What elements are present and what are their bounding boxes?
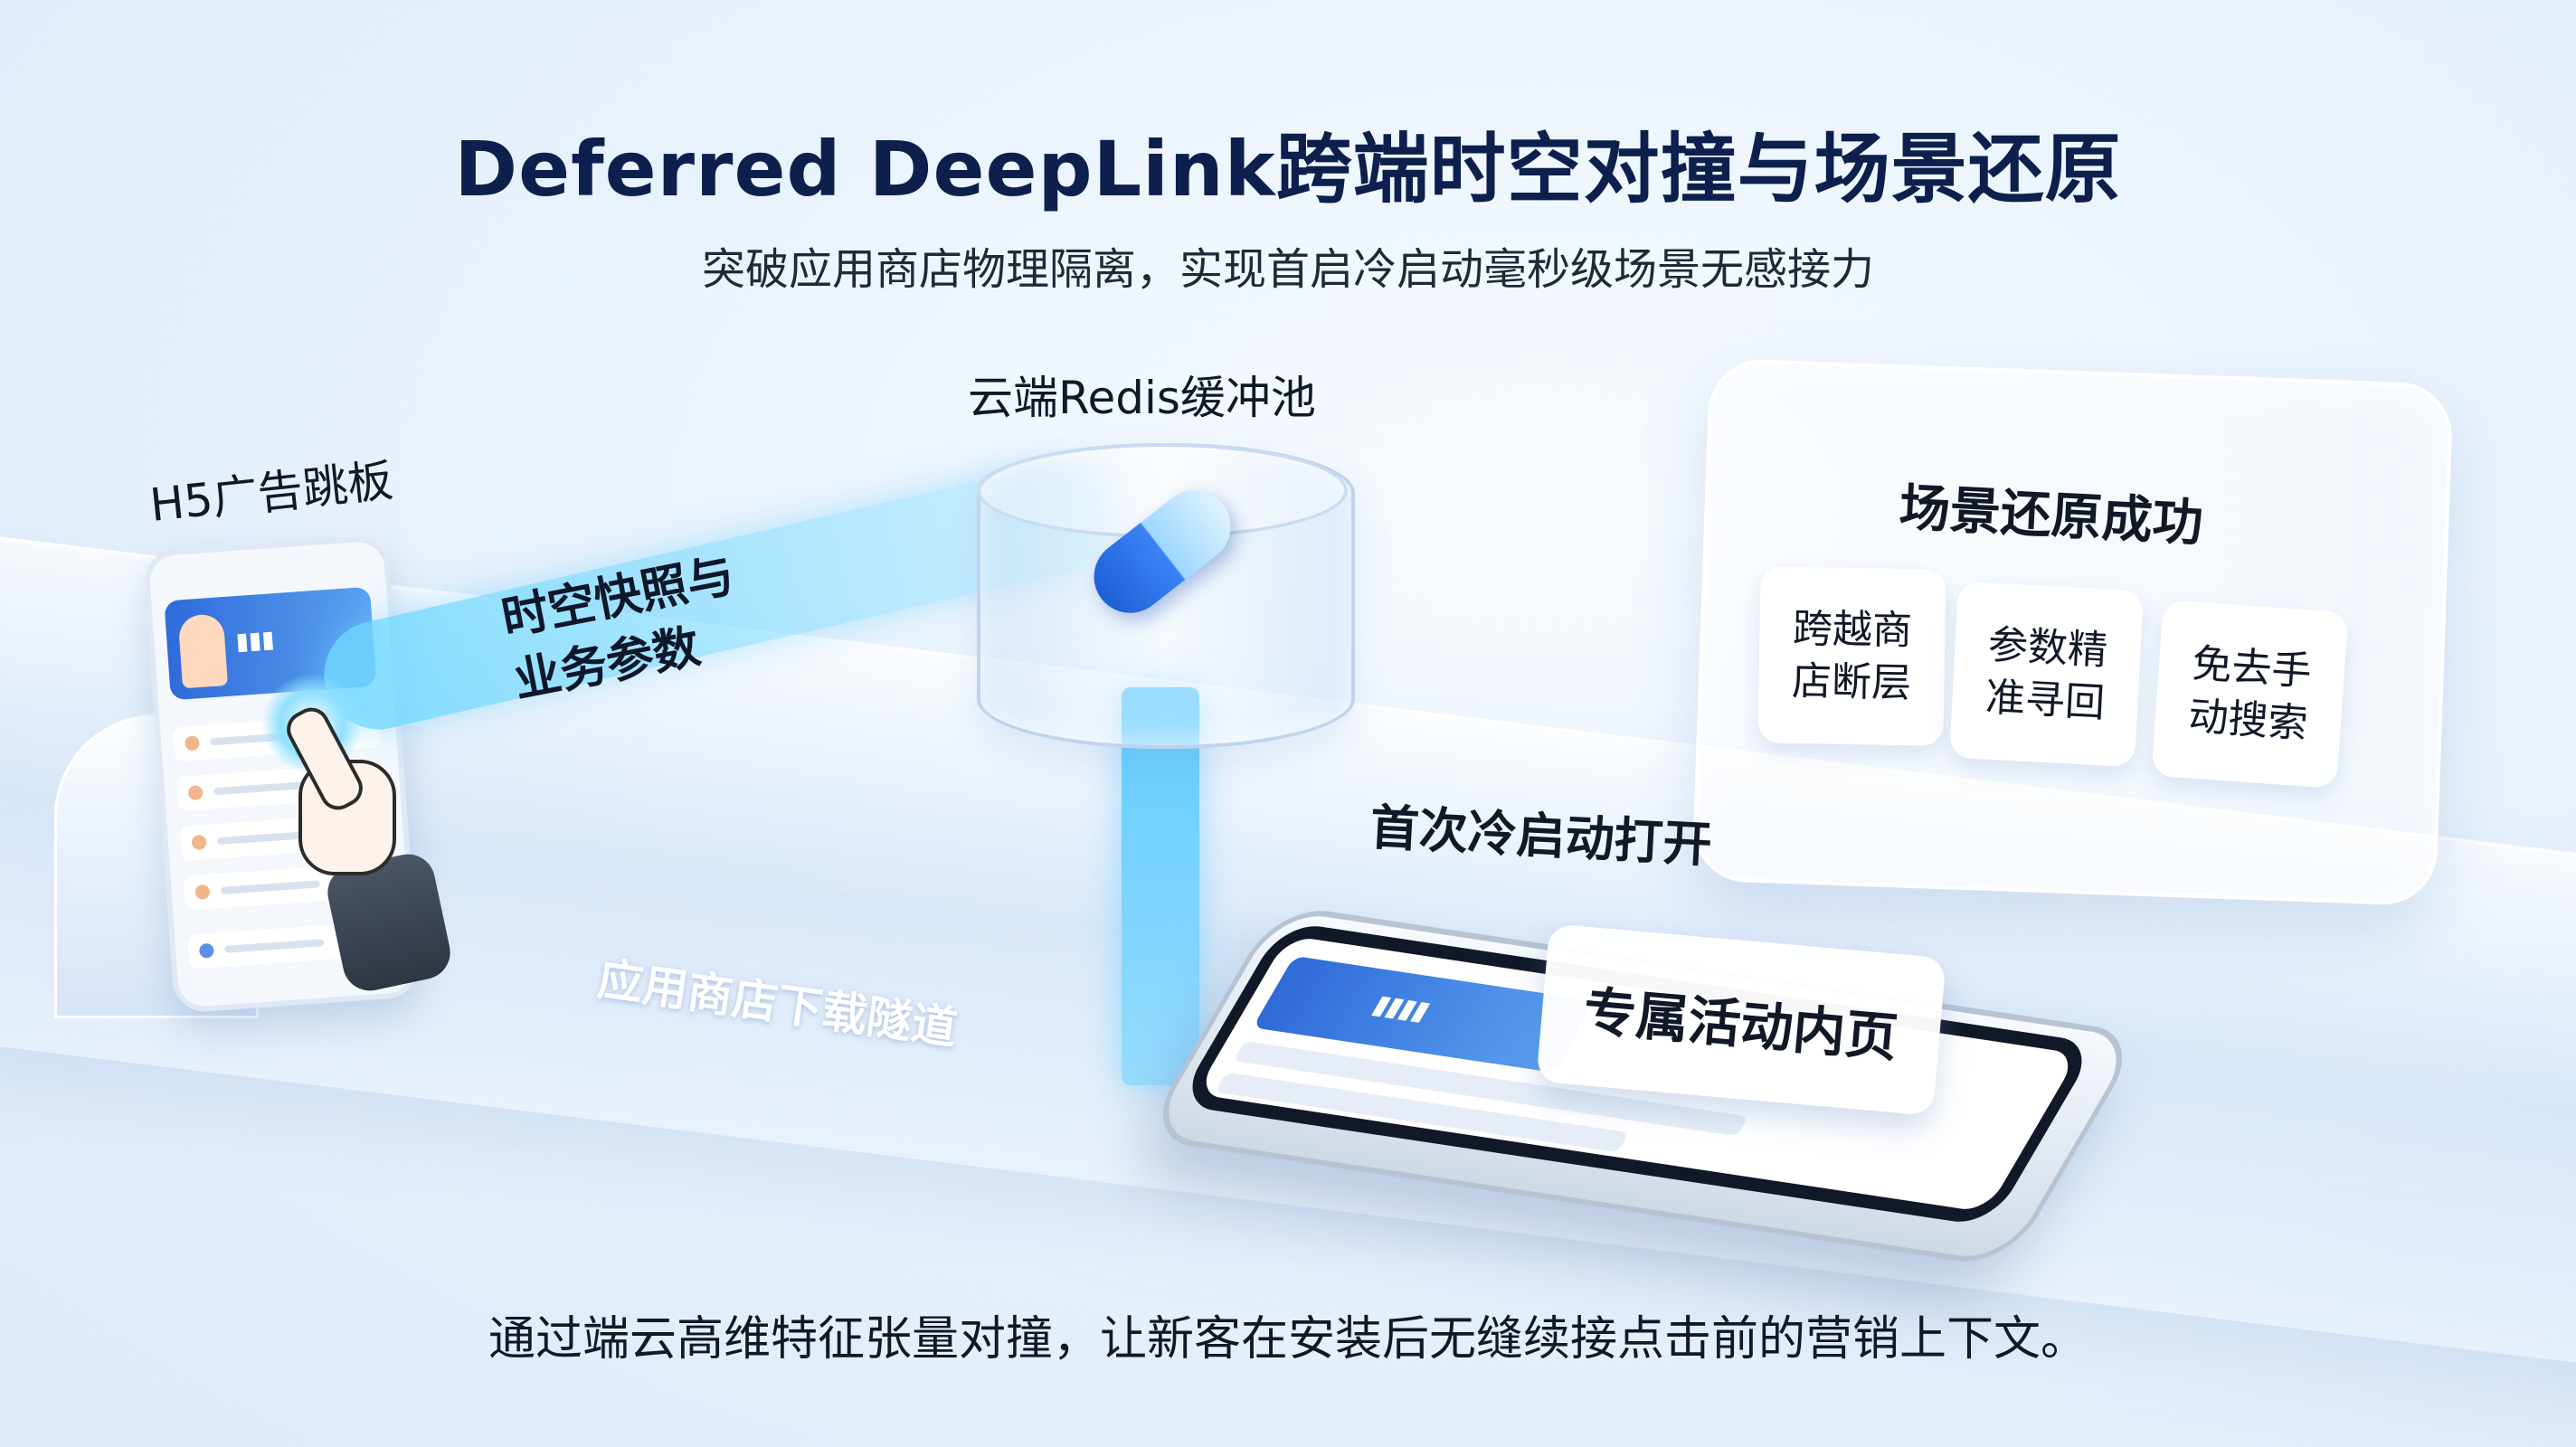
- h5-banner-graphic: ▮▮▮: [234, 626, 276, 657]
- person-illustration-icon: [177, 613, 229, 689]
- screen-banner-graphic: ▮▮▮▮: [1367, 988, 1437, 1026]
- page-subtitle: 突破应用商店物理隔离，实现首启冷启动毫秒级场景无感接力: [701, 244, 1874, 295]
- footer-caption: 通过端云高维特征张量对撞，让新客在安装后无缝续接点击前的营销上下文。: [488, 1312, 2088, 1367]
- benefit-card: 免去手 动搜索: [2151, 600, 2349, 789]
- redis-pool-label: 云端Redis缓冲池: [968, 372, 1316, 424]
- benefit-card: 参数精 准寻回: [1949, 581, 2144, 768]
- data-stream: [1122, 687, 1199, 1085]
- benefit-card: 跨越商 店断层: [1757, 566, 1946, 746]
- page-title: Deferred DeepLink跨端时空对撞与场景还原: [454, 125, 2122, 213]
- h5-ad-label: H5广告跳板: [147, 454, 396, 532]
